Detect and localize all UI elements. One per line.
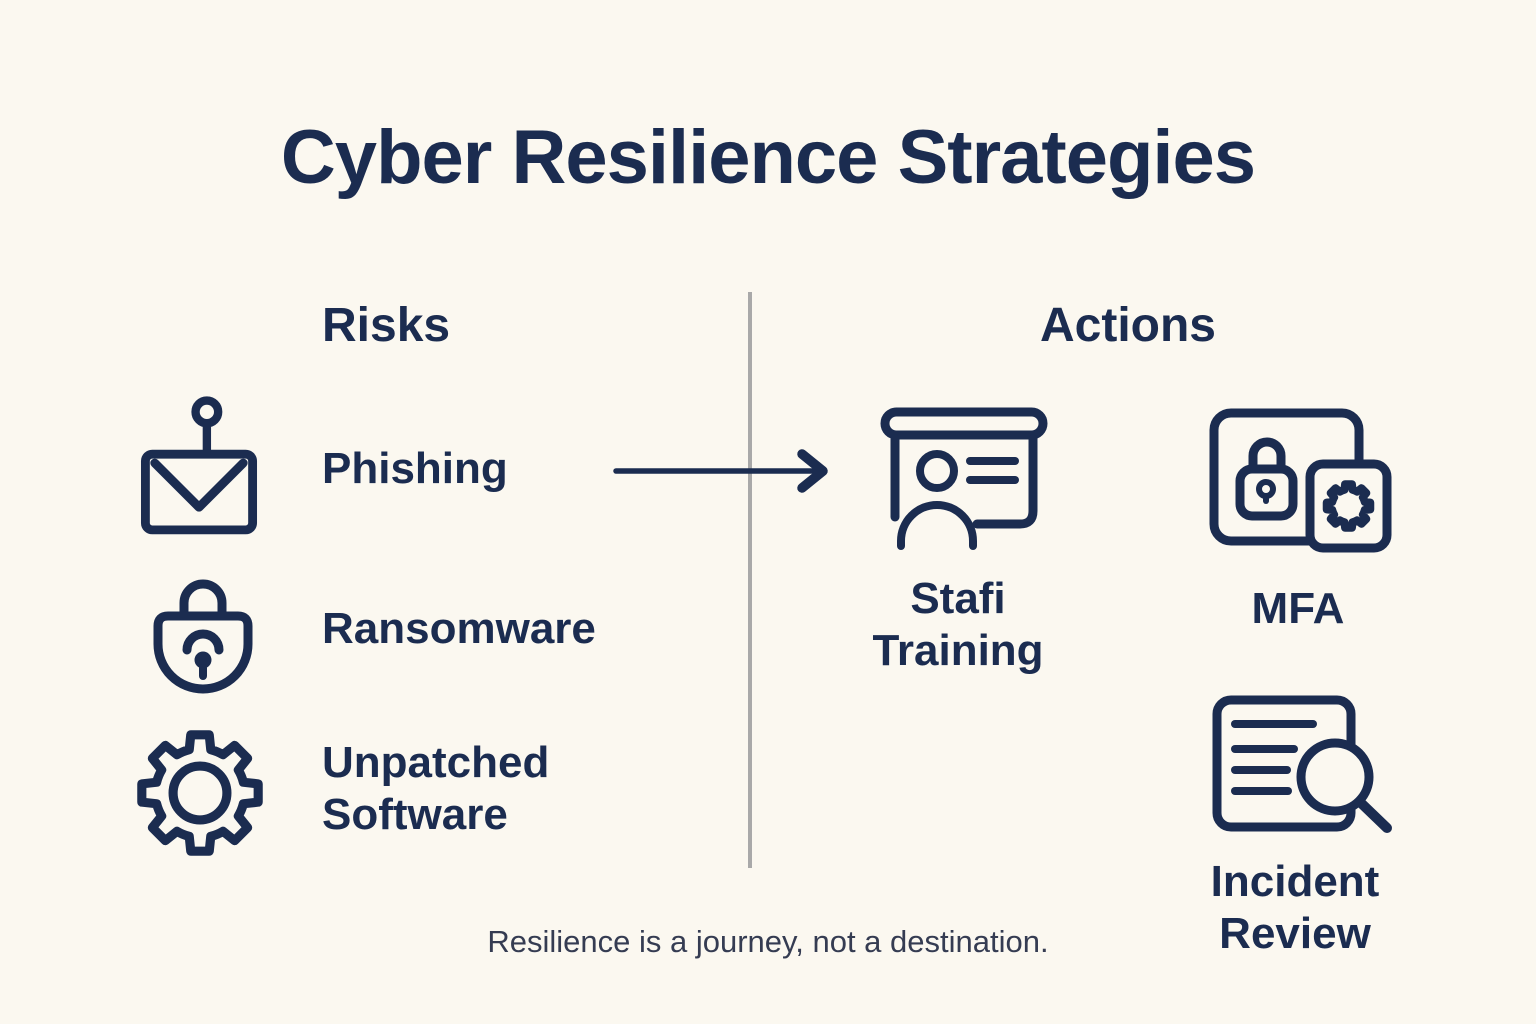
mfa-lock-gear-icon [1209, 408, 1392, 553]
footer-quote: Resilience is a journey, not a destinati… [487, 924, 1049, 959]
document-magnifier-icon [1212, 695, 1392, 833]
action-label-incident-review: Incident Review [1210, 857, 1380, 958]
risk-label-phishing: Phishing [322, 444, 508, 493]
risks-column-header: Risks [322, 299, 451, 352]
presentation-training-icon [880, 407, 1048, 550]
phishing-email-hook-icon [140, 396, 258, 535]
risk-label-ransomware: Ransomware [322, 604, 596, 653]
risk-label-unpatched-software: Unpatched Software [322, 738, 550, 839]
action-label-staff-training: Stafi Training [872, 574, 1044, 675]
action-label-mfa: MFA [1251, 584, 1345, 633]
page-title: Cyber Resilience Strategies [280, 115, 1256, 200]
padlock-icon [153, 579, 253, 694]
actions-column-header: Actions [1039, 299, 1216, 352]
column-divider [748, 292, 752, 868]
gear-icon [137, 730, 263, 856]
risk-to-action-arrow-icon [613, 449, 828, 493]
